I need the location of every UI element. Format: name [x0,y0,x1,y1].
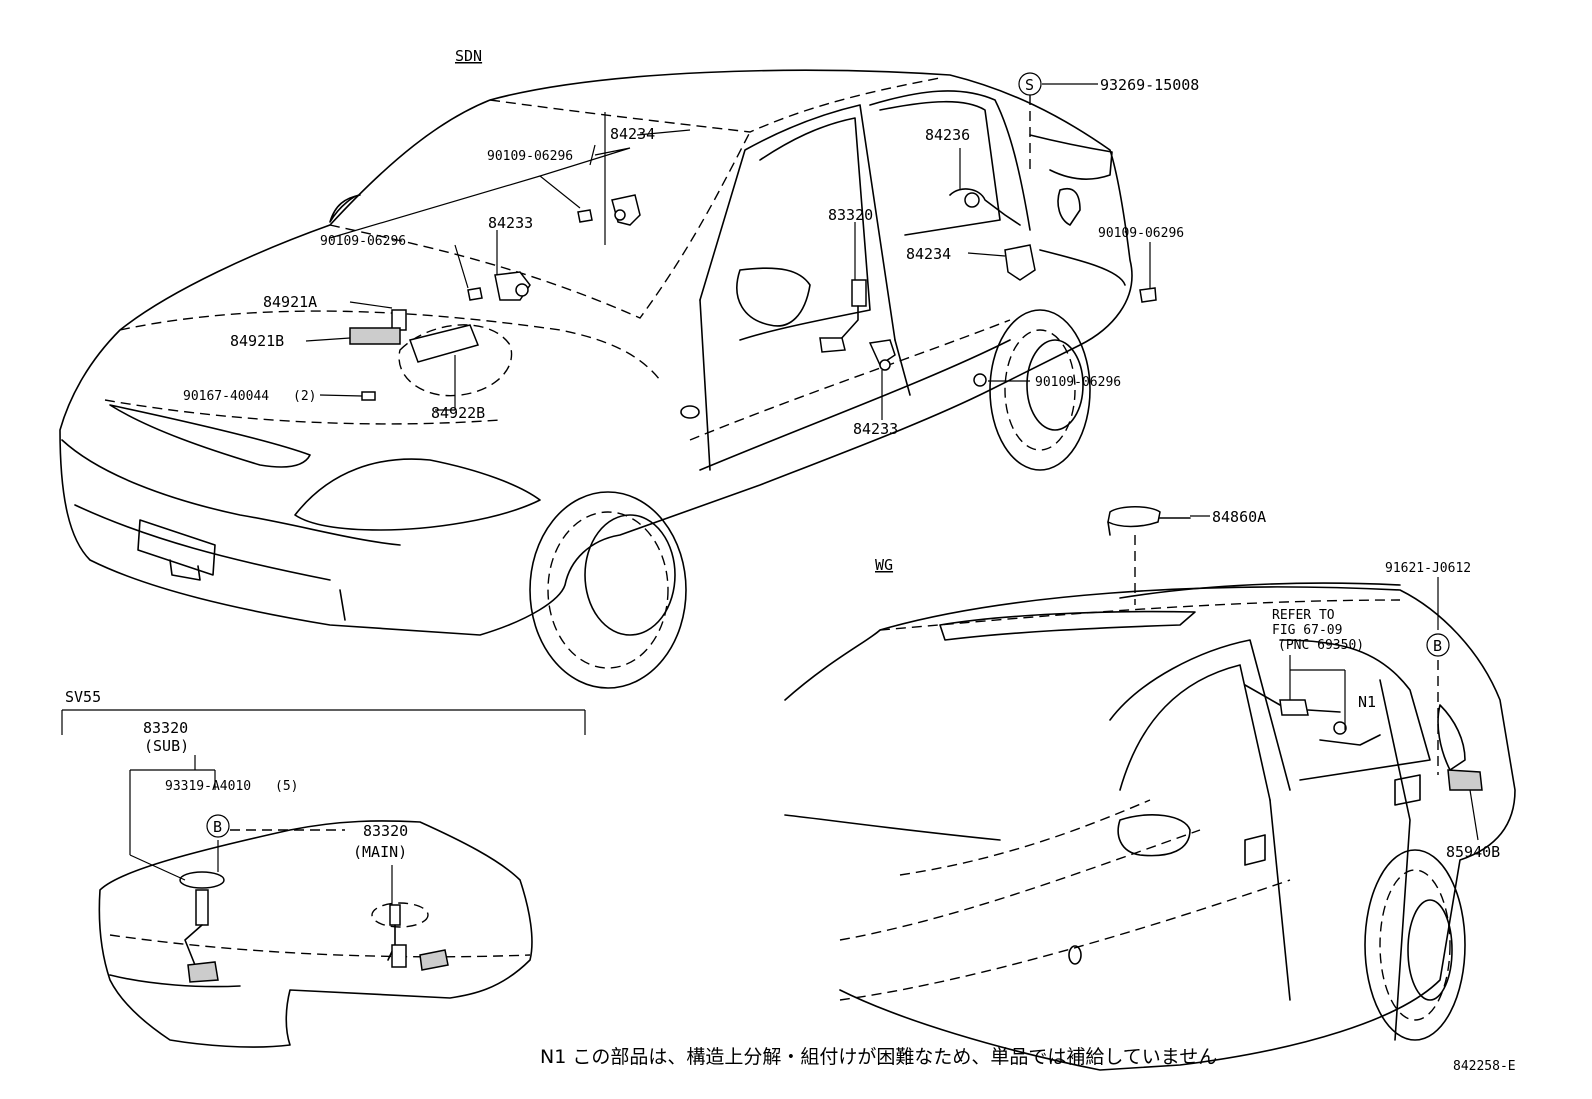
wagon-car-drawing [784,582,1516,1071]
section-label-sdn: SDN [455,47,482,65]
marker-b-wagon: B [1433,637,1442,655]
part-label-84860A: 84860A [1212,508,1266,526]
leader-lines [129,83,1479,905]
part-label-84234-rear: 84234 [906,245,951,263]
part-label-90109-c: 90109-06296 [1098,226,1184,241]
marker-s: S [1025,76,1034,94]
footnote-n1: N1 この部品は、構造上分解・組付けが困難なため、単品では補給していません [540,1046,1217,1068]
part-label-85940B: 85940B [1446,843,1500,861]
marker-b-tank-circle [206,814,230,838]
part-label-93319-A4010: 93319-A4010 [165,779,251,794]
figure-id: 842258-E [1453,1059,1516,1074]
part-label-90109-b: 90109-06296 [320,234,406,249]
part-label-n1: N1 [1358,693,1376,711]
refer-to-line-1: REFER TO [1272,608,1335,623]
part-label-91621-J0612: 91621-J0612 [1385,561,1471,576]
part-label-84922B: 84922B [431,404,485,422]
part-label-main: (MAIN) [353,843,407,861]
part-label-83320-sub: 83320 [143,719,188,737]
section-label-sv55: SV55 [65,688,101,706]
wagon-parts [1107,506,1483,791]
part-label-84921B: 84921B [230,332,284,350]
part-labels: SDN WG SV55 S 93269-15008 84234 90109-06… [65,47,1516,1074]
part-label-93269-15008: 93269-15008 [1100,76,1199,94]
marker-b-wagon-circle [1426,633,1450,657]
refer-to-line-2: FIG 67-09 [1272,623,1342,638]
part-label-90109-d: 90109-06296 [1035,375,1121,390]
part-label-83320-main: 83320 [363,822,408,840]
part-qty-90167: (2) [293,389,316,404]
part-label-84921A: 84921A [263,293,317,311]
sv55-fuel-tank-drawing [61,709,586,1048]
part-qty-93319: (5) [275,779,298,794]
part-label-90167-40044: 90167-40044 [183,389,269,404]
section-label-wg: WG [875,556,893,574]
part-label-84233-top: 84233 [488,214,533,232]
marker-s-circle [1018,72,1042,96]
refer-to-line-3: (PNC 69350) [1278,638,1364,653]
part-label-84233-bottom: 84233 [853,420,898,438]
part-label-84236: 84236 [925,126,970,144]
part-label-90109-a: 90109-06296 [487,149,573,164]
part-label-83320-door: 83320 [828,206,873,224]
sedan-car-drawing [59,69,1133,689]
sedan-parts [349,188,1157,401]
marker-b-tank: B [213,818,222,836]
part-label-sub: (SUB) [144,737,189,755]
part-label-84234-top: 84234 [610,125,655,143]
